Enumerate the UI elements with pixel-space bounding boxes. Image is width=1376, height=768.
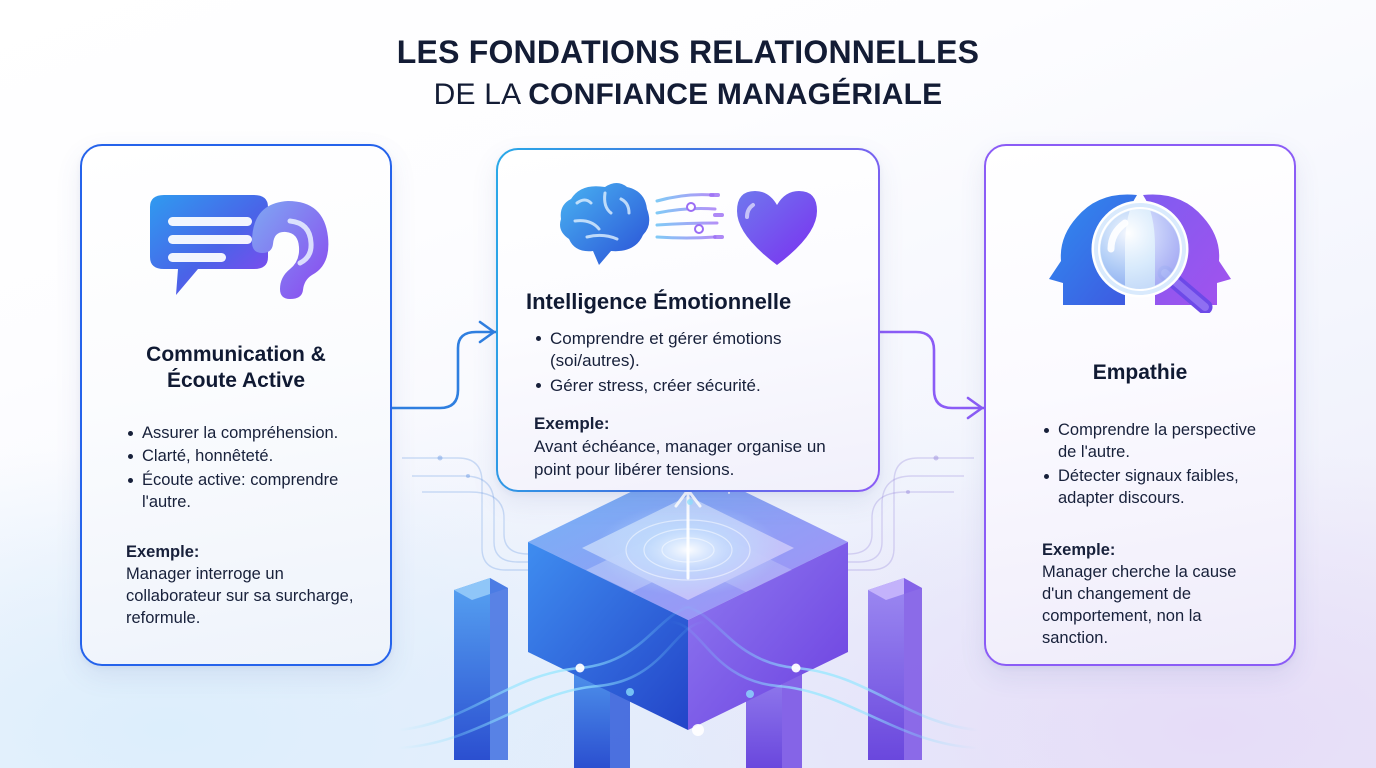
bullet-list-intelligence-emotionnelle: Comprendre et gérer émotions (soi/autres…: [524, 328, 852, 400]
connector-left-to-center: [390, 320, 498, 410]
card-title-line-1: Communication &: [146, 343, 326, 366]
example-label: Exemple:: [126, 543, 200, 562]
brain-heart-icon: [524, 172, 852, 268]
card-title-line-2: Écoute Active: [166, 369, 306, 393]
example-communication: Exemple: Manager interroge un collaborat…: [108, 542, 364, 630]
example-empathie: Exemple: Manager cherche la cause d'un c…: [1012, 540, 1268, 650]
card-title-communication: Communication & Écoute Active: [108, 342, 364, 395]
card-title-intelligence-emotionnelle: Intelligence Émotionnelle: [526, 289, 792, 314]
title-line-2: DE LA CONFIANCE MANAGÉRIALE: [0, 77, 1376, 112]
list-item: Assurer la compréhension.: [124, 423, 364, 445]
two-heads-magnifier-icon: [1012, 186, 1268, 314]
card-communication[interactable]: Communication & Écoute Active Assurer la…: [80, 144, 392, 666]
list-item: Détecter signaux faibles, adapter discou…: [1040, 466, 1268, 510]
title-line-2-emphasis: CONFIANCE MANAGÉRIALE: [528, 77, 943, 111]
example-text: Avant échéance, manager organise un poin…: [534, 436, 826, 479]
title-line-1: LES FONDATIONS RELATIONNELLES: [396, 34, 980, 70]
list-item: Écoute active: comprendre l'autre.: [124, 470, 364, 514]
list-item: Gérer stress, créer sécurité.: [532, 375, 852, 398]
bullet-list-communication: Assurer la compréhension. Clarté, honnêt…: [108, 423, 364, 517]
isometric-cube-pillars-graphic: [398, 430, 978, 768]
card-empathie[interactable]: Empathie Comprendre la perspective de l'…: [984, 144, 1296, 666]
title-line-2-prefix: DE LA: [433, 77, 529, 111]
list-item: Comprendre la perspective de l'autre.: [1040, 420, 1268, 464]
example-text: Manager interroge un collaborateur sur s…: [126, 565, 354, 628]
example-intelligence-emotionnelle: Exemple: Avant échéance, manager organis…: [524, 413, 852, 481]
page-title: LES FONDATIONS RELATIONNELLES DE LA CONF…: [0, 34, 1376, 112]
card-title-empathie: Empathie: [1092, 361, 1188, 384]
example-label: Exemple:: [1042, 541, 1116, 559]
connector-center-to-right: [878, 330, 986, 420]
example-label: Exemple:: [534, 414, 610, 434]
example-text: Manager cherche la cause d'un changement…: [1042, 562, 1237, 647]
bullet-list-empathie: Comprendre la perspective de l'autre. Dé…: [1012, 420, 1268, 512]
list-item: Clarté, honnêteté.: [124, 446, 364, 468]
list-item: Comprendre et gérer émotions (soi/autres…: [532, 328, 852, 373]
speech-bubble-ear-icon: [108, 188, 364, 306]
card-intelligence-emotionnelle[interactable]: Intelligence Émotionnelle Comprendre et …: [496, 148, 880, 492]
